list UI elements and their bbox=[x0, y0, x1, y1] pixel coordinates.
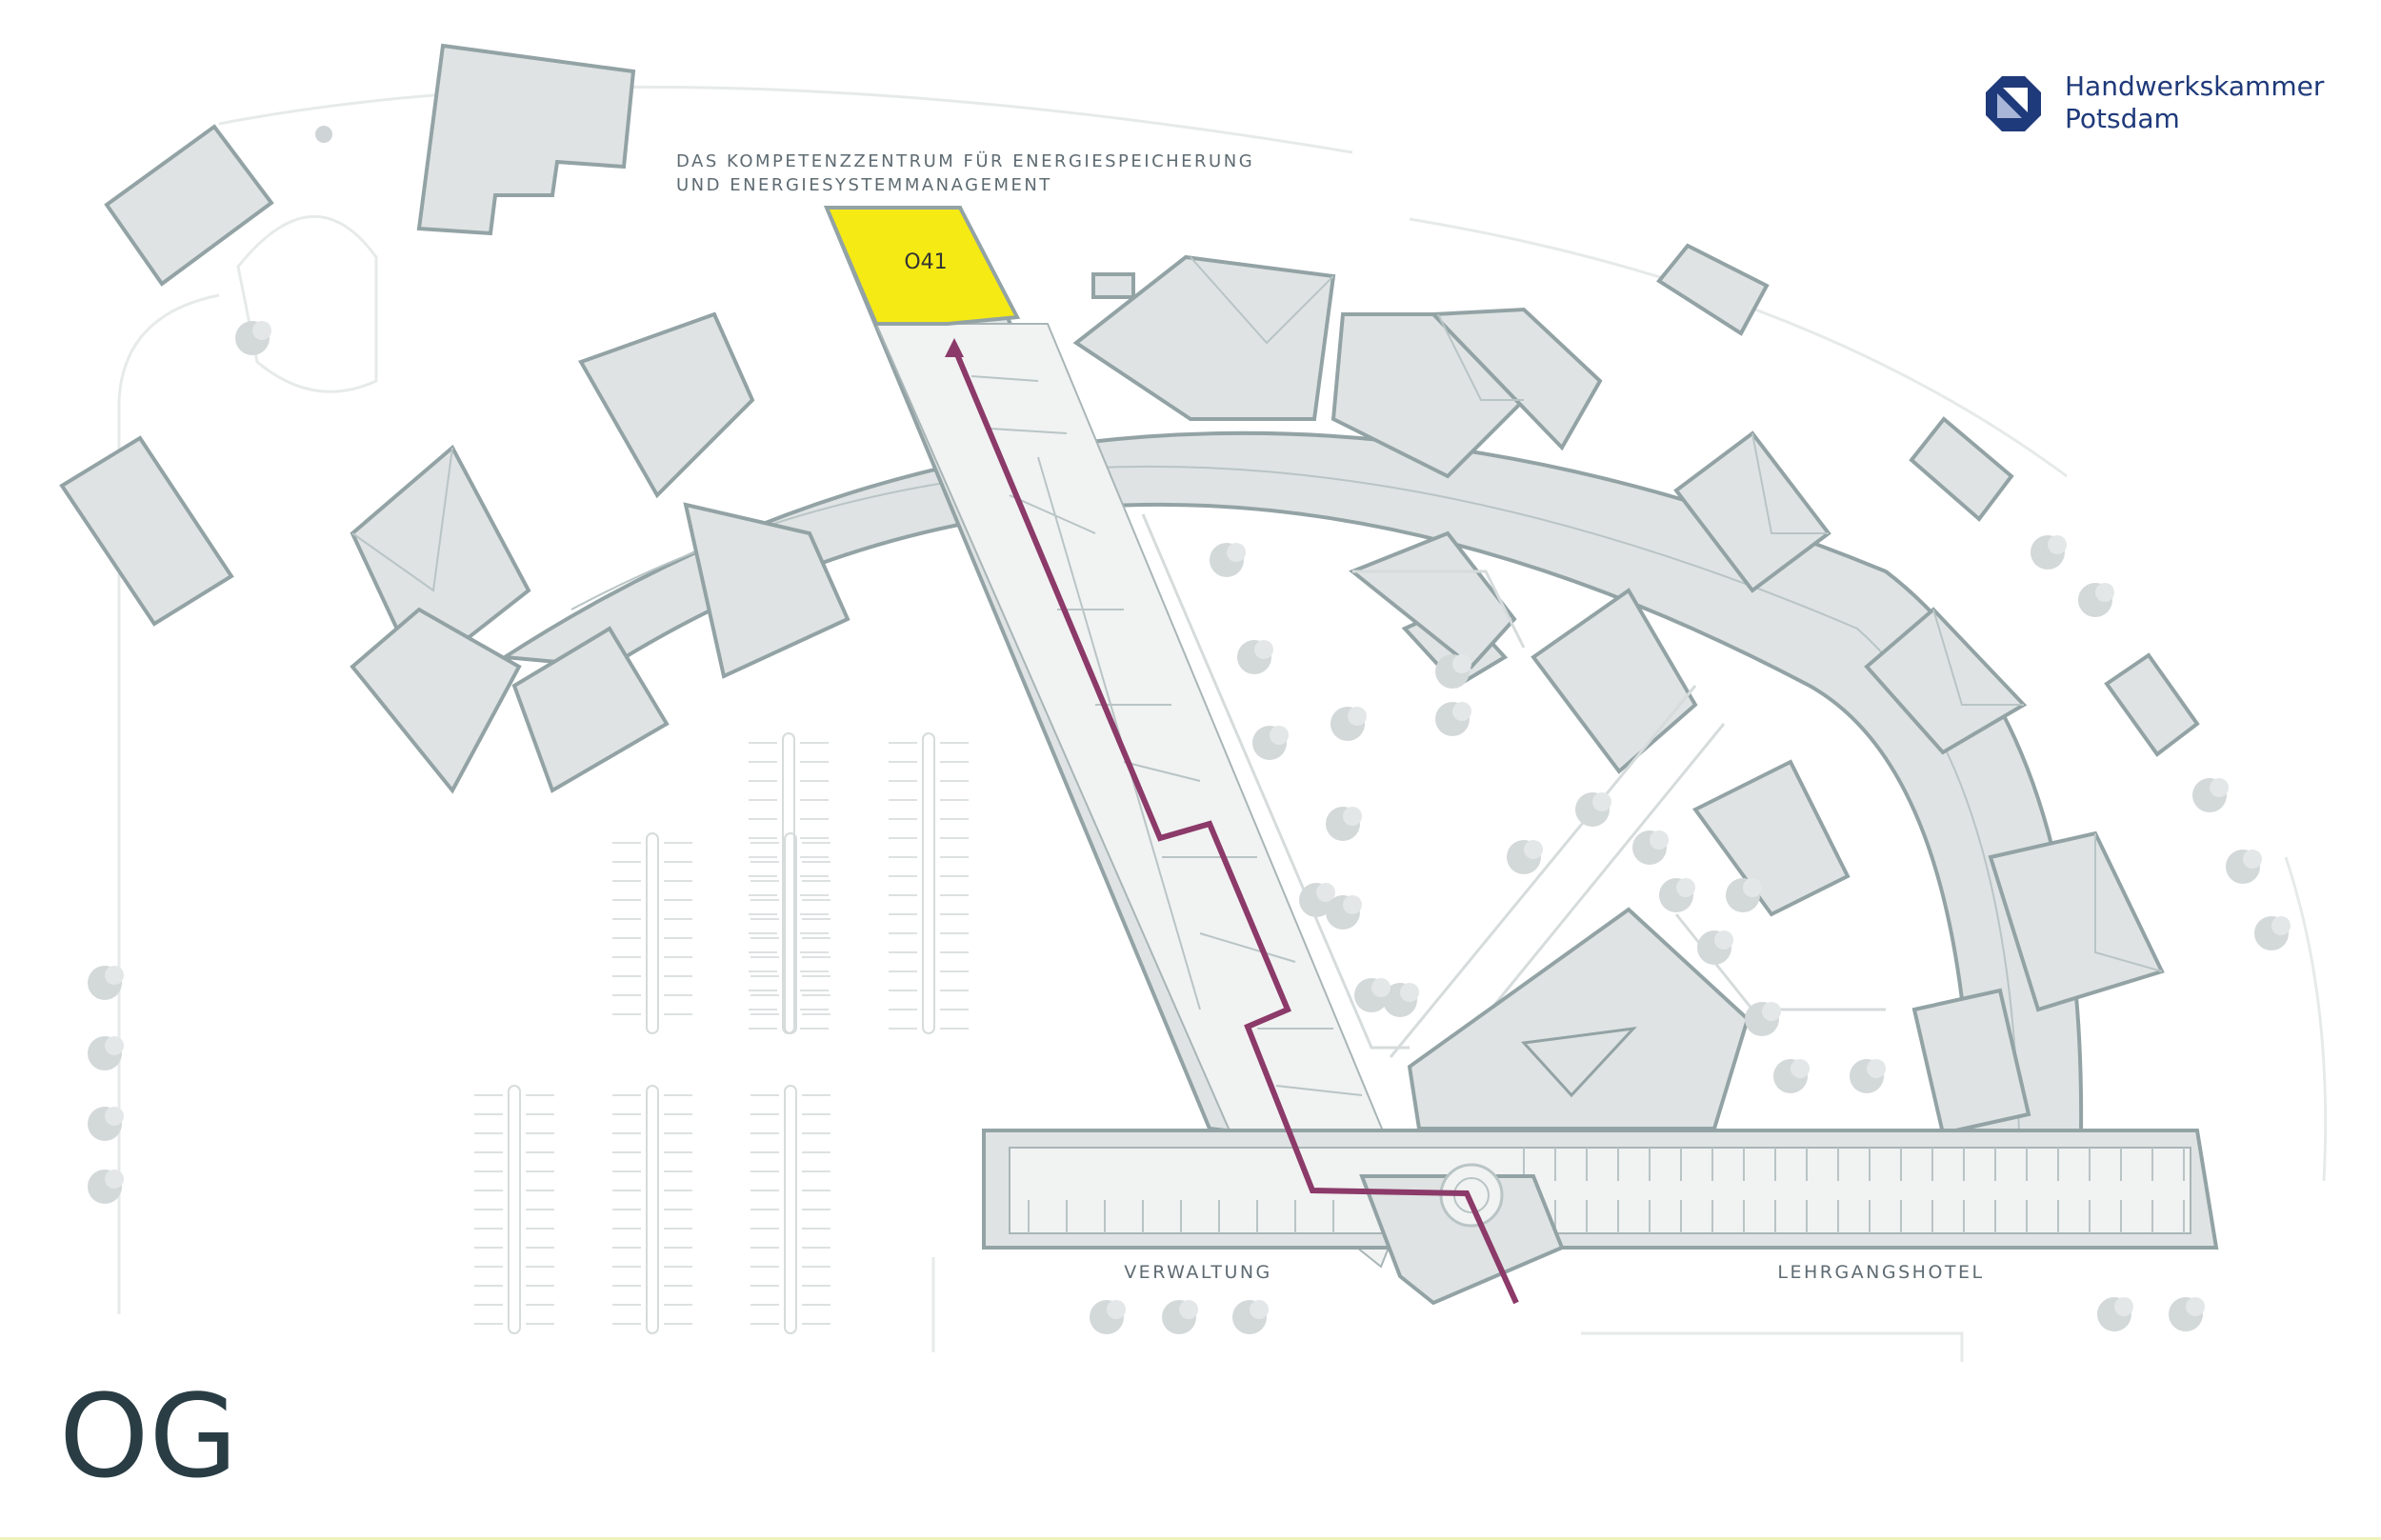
title-line2: UND ENERGIESYSTEMMANAGEMENT bbox=[676, 175, 1052, 195]
logo-line1: Handwerkskammer bbox=[2065, 70, 2325, 102]
wing-label-lehrgangshotel: LEHRGANGSHOTEL bbox=[1777, 1262, 1984, 1283]
trees bbox=[88, 321, 2291, 1334]
logo-line2: Potsdam bbox=[2065, 103, 2180, 134]
wing-label-verwaltung: VERWALTUNG bbox=[1124, 1262, 1272, 1283]
route-arrow-icon bbox=[945, 338, 964, 357]
parking-lots bbox=[474, 732, 969, 1334]
outbuildings bbox=[59, 43, 2200, 757]
room-o41-label: O41 bbox=[904, 250, 947, 274]
horizontal-wings bbox=[982, 1129, 2219, 1306]
octagon-logo-icon bbox=[1986, 76, 2041, 131]
room-o41[interactable] bbox=[823, 206, 1021, 326]
site-outline bbox=[117, 85, 2328, 1362]
bottom-rule bbox=[0, 1537, 2381, 1540]
title-line1: DAS KOMPETENZZENTRUM FÜR ENERGIESPEICHER… bbox=[676, 150, 1254, 171]
floor-label: OG bbox=[59, 1371, 237, 1504]
route-path bbox=[951, 346, 1519, 1305]
arc-building bbox=[350, 254, 2165, 1136]
